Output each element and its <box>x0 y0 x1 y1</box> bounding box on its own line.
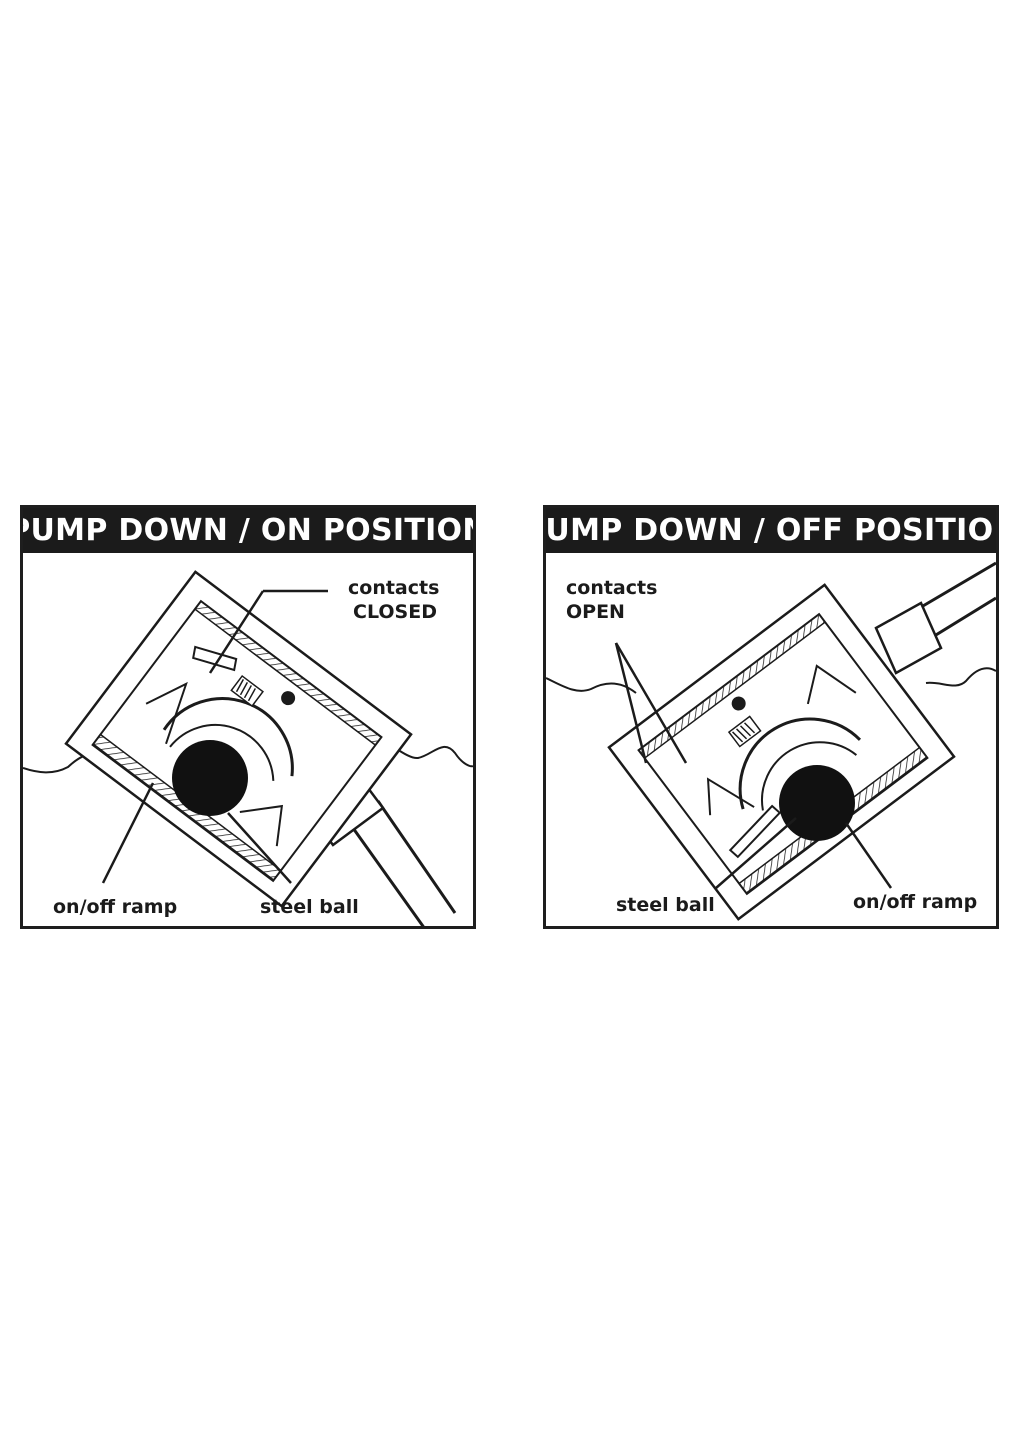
spring <box>230 674 264 708</box>
contacts-state-label: CLOSED <box>353 601 437 623</box>
cable-collar <box>874 601 943 675</box>
leader-line <box>614 642 688 764</box>
on-off-ramp-label: on/off ramp <box>53 896 178 918</box>
pivot <box>731 696 746 711</box>
housing-wall <box>637 613 827 760</box>
leader-line <box>614 642 648 764</box>
spring-coil <box>732 722 756 743</box>
diagram-panel-on: PUMP DOWN / ON POSITION <box>20 505 476 929</box>
contacts-label: contacts <box>566 577 658 599</box>
on-off-ramp-label: on/off ramp <box>853 891 978 913</box>
cable <box>910 561 996 640</box>
diagram-panel-off: PUMP DOWN / OFF POSITION <box>543 505 999 929</box>
switch-arc <box>738 717 862 810</box>
contacts-label: contacts <box>348 577 440 599</box>
panel-title: PUMP DOWN / ON POSITION <box>23 508 473 553</box>
bracket <box>706 664 857 816</box>
leader-line <box>715 817 797 889</box>
steel-ball <box>172 740 248 816</box>
switch-illustration-off <box>546 561 996 921</box>
cable <box>346 800 457 926</box>
panel-title: PUMP DOWN / OFF POSITION <box>546 508 996 553</box>
leader-line <box>208 590 265 674</box>
steel-ball-label: steel ball <box>616 894 715 916</box>
spring-coil <box>235 679 256 702</box>
pivot <box>281 691 296 706</box>
spring <box>727 715 762 748</box>
switch-arc <box>162 697 294 777</box>
switch-illustration-on <box>23 570 473 926</box>
switch-arc <box>169 724 275 781</box>
leader-line <box>844 822 893 889</box>
housing-wall <box>193 600 383 747</box>
contacts-state-label: OPEN <box>566 601 625 623</box>
leader-line <box>227 812 292 884</box>
switch-arc <box>761 741 858 811</box>
water-line <box>546 677 637 694</box>
water-line <box>925 667 996 687</box>
steel-ball <box>779 765 855 841</box>
leader-line <box>101 782 155 884</box>
bracket <box>145 681 284 847</box>
steel-ball-label: steel ball <box>260 896 359 918</box>
contact-lever <box>728 804 782 859</box>
